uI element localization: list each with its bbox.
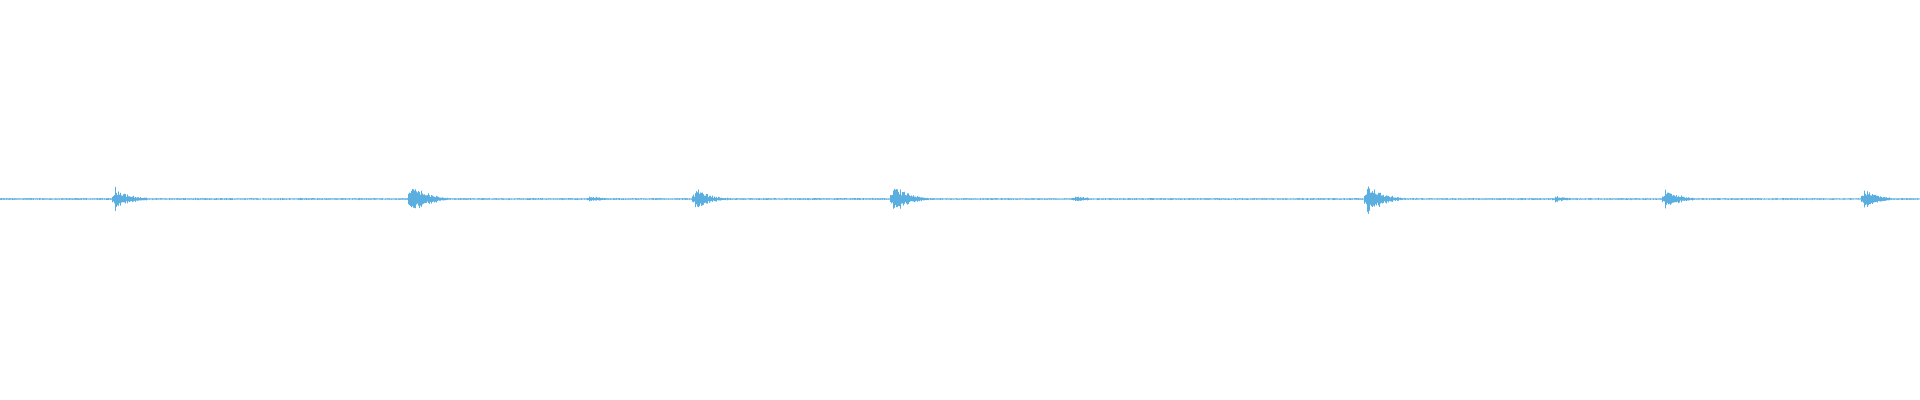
waveform-samples: [0, 186, 1920, 214]
waveform-trace: [0, 186, 1920, 214]
